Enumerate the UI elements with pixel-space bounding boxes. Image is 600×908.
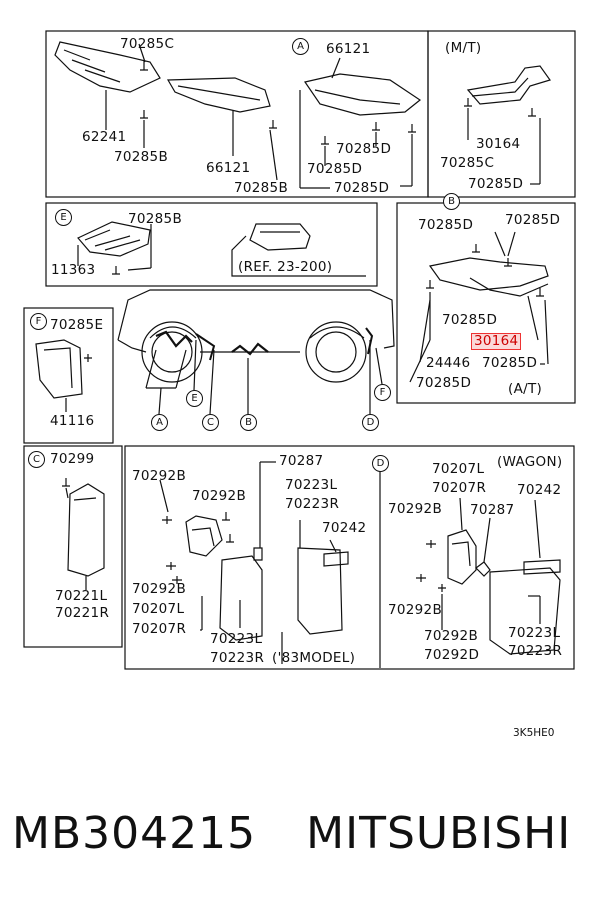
part-label: 70292B xyxy=(132,468,187,484)
part-label: 24446 xyxy=(426,355,471,371)
part-label: 30164 xyxy=(476,136,521,152)
section-circle-f: F xyxy=(30,313,47,330)
part-label: 70285B xyxy=(234,180,289,196)
diagram-lines xyxy=(23,30,576,670)
part-label: 70285C xyxy=(120,36,175,52)
brand-name: MITSUBISHI xyxy=(306,808,572,859)
callout-circle-a: A xyxy=(151,414,168,431)
part-label: 70285C xyxy=(440,155,495,171)
footer: MB304215 MITSUBISHI xyxy=(12,808,600,859)
part-label: 70207L xyxy=(432,461,485,477)
part-label: 70285B xyxy=(114,149,169,165)
part-label: 70285B xyxy=(128,211,183,227)
callout-circle-e: E xyxy=(186,390,203,407)
part-label: 70299 xyxy=(50,451,95,467)
part-label: 41116 xyxy=(50,413,95,429)
part-label: 70207R xyxy=(132,621,187,637)
part-label: 70285D xyxy=(418,217,474,233)
part-label: 70242 xyxy=(322,520,367,536)
part-label: 70292B xyxy=(388,501,443,517)
part-label: 70207L xyxy=(132,601,185,617)
part-label: 70207R xyxy=(432,480,487,496)
part-label: 70223L xyxy=(210,631,263,647)
callout-circle-c: C xyxy=(202,414,219,431)
part-label: 70223R xyxy=(285,496,340,512)
part-label: 70287 xyxy=(279,453,324,469)
part-label: 70285D xyxy=(416,375,472,391)
model-note: ('83MODEL) xyxy=(272,650,356,666)
part-label: 70292B xyxy=(388,602,443,618)
part-label: 70223L xyxy=(285,477,338,493)
section-circle-d: D xyxy=(372,455,389,472)
part-label: 66121 xyxy=(206,160,251,176)
part-label: 70285D xyxy=(334,180,390,196)
reference-note: (REF. 23-200) xyxy=(238,259,333,275)
parts-diagram: 70285C A 66121 62241 70285B 66121 70285B… xyxy=(23,30,576,739)
part-label: 62241 xyxy=(82,129,127,145)
section-circle-e: E xyxy=(55,209,72,226)
callout-circle-f: F xyxy=(374,384,391,401)
callout-circle-d: D xyxy=(362,414,379,431)
section-title-wagon: (WAGON) xyxy=(497,454,563,470)
section-circle-b: B xyxy=(443,193,460,210)
part-label: 70287 xyxy=(470,502,515,518)
part-label: 70285E xyxy=(50,317,104,333)
part-label: 70292B xyxy=(192,488,247,504)
part-label: 70221L xyxy=(55,588,108,604)
callout-circle-b: B xyxy=(240,414,257,431)
part-label: 70292D xyxy=(424,647,480,663)
part-label: 11363 xyxy=(51,262,96,278)
part-label: 70285D xyxy=(482,355,538,371)
part-label: 66121 xyxy=(326,41,371,57)
part-number: MB304215 xyxy=(12,808,257,859)
section-title-mt: (M/T) xyxy=(445,40,482,56)
part-label: 70285D xyxy=(468,176,524,192)
section-subtitle-at: (A/T) xyxy=(508,381,543,397)
part-label: 70292B xyxy=(424,628,479,644)
part-label: 70292B xyxy=(132,581,187,597)
highlighted-part-number: 30164 xyxy=(471,333,522,350)
part-label: 70223R xyxy=(210,650,265,666)
diagram-code: 3K5HE0 xyxy=(513,727,555,739)
part-label: 70242 xyxy=(517,482,562,498)
part-label: 70285D xyxy=(336,141,392,157)
part-label: 70285D xyxy=(307,161,363,177)
part-label: 70223L xyxy=(508,625,561,641)
part-label: 70285D xyxy=(505,212,561,228)
part-label: 70223R xyxy=(508,643,563,659)
part-label: 70221R xyxy=(55,605,110,621)
section-circle-c: C xyxy=(28,451,45,468)
part-label: 70285D xyxy=(442,312,498,328)
section-circle-a: A xyxy=(292,38,309,55)
